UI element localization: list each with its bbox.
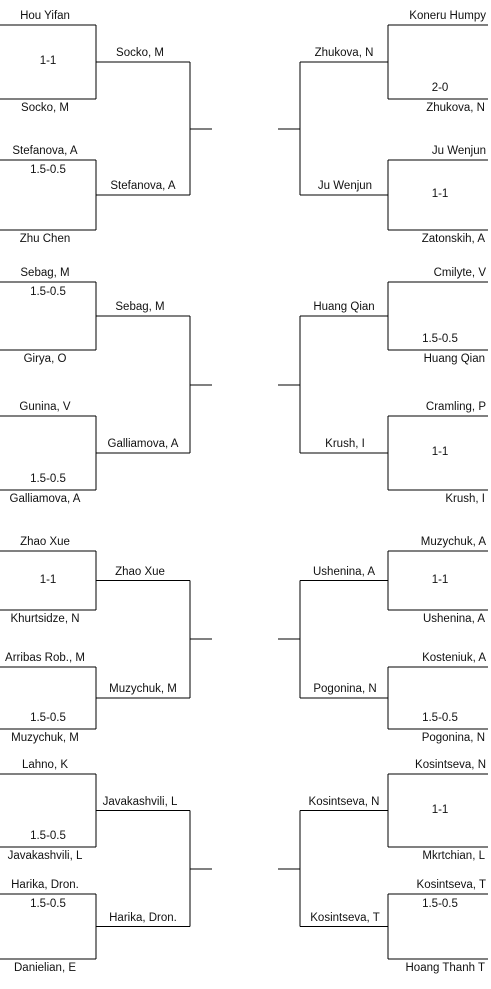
right-match-4-top-player: Cramling, P [425,401,486,413]
left-match-1-top-player: Hou Yifan [20,10,70,22]
right-winner-6: Pogonina, N [313,683,377,695]
right-match-8-top-player: Kosintseva, T [416,879,486,891]
left-match-4-bottom-player: Galliamova, A [9,493,81,505]
right-match-8-bottom-player: Hoang Thanh T [405,962,486,974]
left-match-2-top-player: Stefanova, A [12,145,78,157]
right-match-5-score: 1-1 [431,573,449,586]
right-match-4-bottom-player: Krush, I [445,493,485,505]
right-winner-2: Ju Wenjun [317,180,373,192]
left-match-5-top-player: Zhao Xue [20,536,70,548]
left-match-6-score: 1.5-0.5 [30,712,66,724]
right-match-7-top-player: Kosintseva, N [415,759,486,771]
left-match-6-top-player: Arribas Rob., M [5,652,85,664]
right-match-2-score: 1-1 [431,188,449,200]
left-match-4-top-player: Gunina, V [19,401,71,413]
right-match-5-top-player: Muzychuk, A [420,536,486,548]
right-match-3-bottom-player: Huang Qian [423,353,485,365]
right-match-3-score: 1.5-0.5 [422,333,458,345]
right-match-8-score: 1.5-0.5 [422,898,458,910]
left-match-2-bottom-player: Zhu Chen [19,233,71,245]
left-match-8-bottom-player: Danielian, E [13,962,77,974]
right-match-1-score: 2-0 [431,82,449,94]
left-match-5-score: 1-1 [39,573,57,586]
left-winner-1: Socko, M [116,47,164,59]
right-match-1-top-player: Koneru Humpy [409,10,486,22]
left-match-3-score: 1.5-0.5 [30,286,66,298]
left-match-7-score: 1.5-0.5 [30,830,66,842]
left-winner-6: Muzychuk, M [109,683,177,695]
right-match-4-score: 1-1 [431,446,449,458]
left-match-5-bottom-player: Khurtsidze, N [10,613,80,625]
right-match-7-bottom-player: Mkrtchian, L [422,850,485,862]
left-winner-3: Sebag, M [115,301,165,313]
right-match-7-score: 1-1 [431,803,449,816]
left-match-6-bottom-player: Muzychuk, M [11,732,79,744]
right-match-6-top-player: Kosteniuk, A [422,652,486,664]
right-winner-1: Zhukova, N [314,47,374,59]
right-match-3-top-player: Cmilyte, V [433,267,486,279]
right-match-6-bottom-player: Pogonina, N [421,732,485,744]
left-match-3-top-player: Sebag, M [20,267,70,279]
left-match-1-score: 1-1 [39,55,57,67]
left-winner-5: Zhao Xue [115,565,165,578]
left-match-3-bottom-player: Girya, O [23,353,67,365]
left-winner-7: Javakashvili, L [102,795,178,808]
right-winner-3: Huang Qian [313,301,375,313]
right-winner-8: Kosintseva, T [310,911,380,924]
left-winner-4: Galliamova, A [107,438,179,450]
right-winner-5: Ushenina, A [312,565,376,578]
left-match-1-bottom-player: Socko, M [21,102,69,114]
right-match-5-bottom-player: Ushenina, A [422,613,485,625]
left-winner-8: Harika, Dron. [109,911,177,924]
left-match-8-score: 1.5-0.5 [30,898,66,910]
left-match-7-bottom-player: Javakashvili, L [7,850,83,862]
right-winner-7: Kosintseva, N [308,795,380,808]
left-match-7-top-player: Lahno, K [21,759,69,771]
right-match-6-score: 1.5-0.5 [422,712,458,724]
left-winner-2: Stefanova, A [110,180,176,192]
right-match-2-top-player: Ju Wenjun [431,145,486,157]
left-match-2-score: 1.5-0.5 [30,164,66,176]
right-winner-4: Krush, I [325,438,365,450]
left-match-4-score: 1.5-0.5 [30,473,66,485]
right-match-1-bottom-player: Zhukova, N [426,102,485,114]
left-match-8-top-player: Harika, Dron. [11,879,79,891]
right-match-2-bottom-player: Zatonskih, A [421,233,485,245]
